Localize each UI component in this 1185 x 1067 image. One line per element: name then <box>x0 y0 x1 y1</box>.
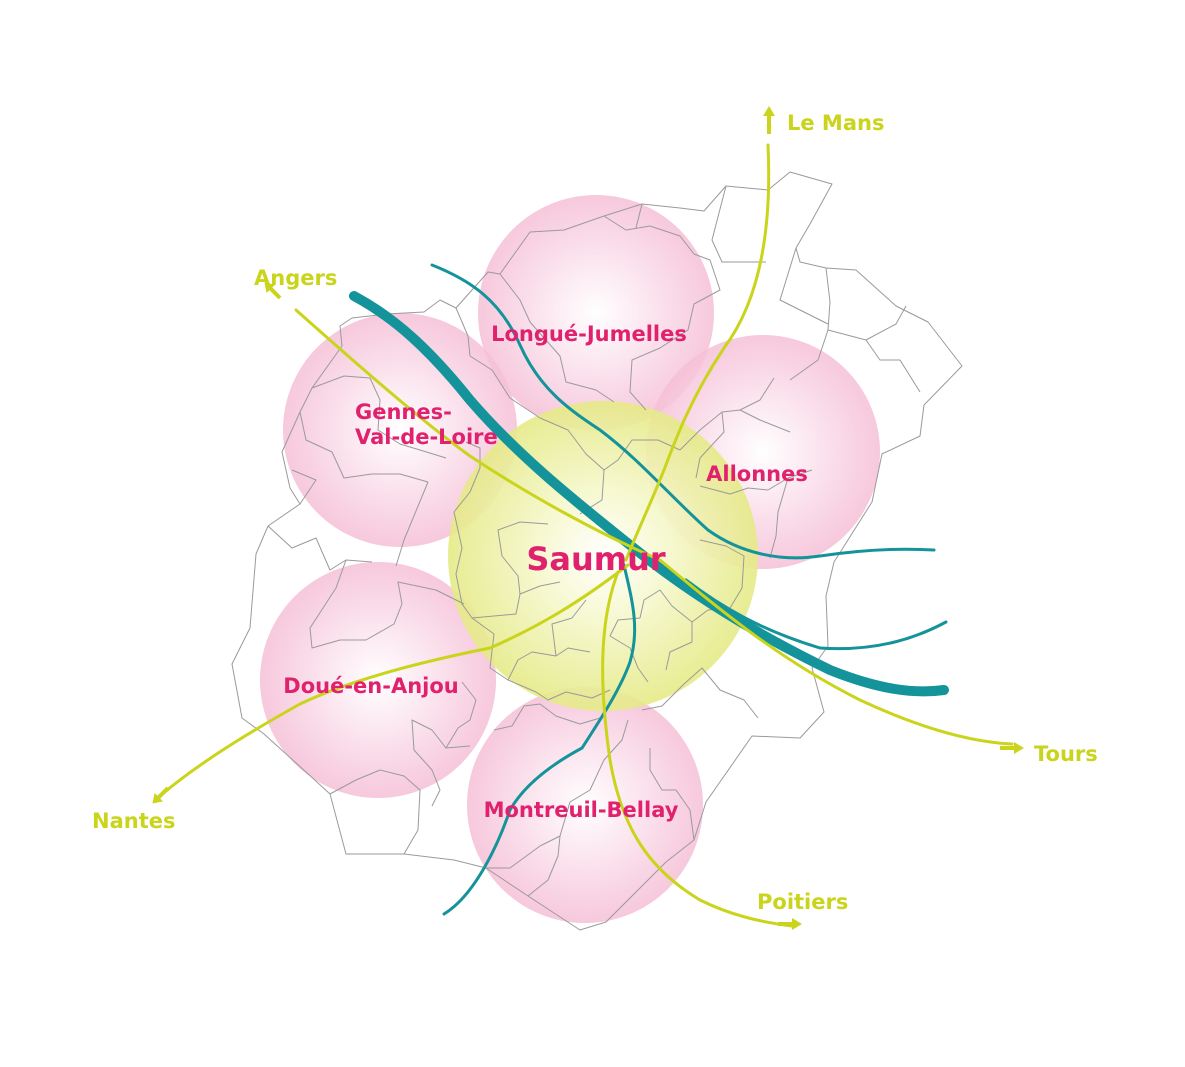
pole-label: Longué-Jumelles <box>491 322 687 346</box>
arrow-right-icon <box>778 918 802 930</box>
destination-label: Poitiers <box>757 890 848 914</box>
destination-label: Angers <box>254 266 337 290</box>
arrow-up-left-icon <box>264 282 282 300</box>
arrow-up-icon <box>763 106 775 134</box>
commune-boundaries <box>231 171 963 931</box>
destination-label: Tours <box>1034 742 1098 766</box>
pole-label: Montreuil-Bellay <box>484 798 679 822</box>
road-angers-tours <box>294 308 1014 746</box>
pole-label: Doué-en-Anjou <box>283 674 458 698</box>
pole-label: Gennes- <box>355 400 452 424</box>
arrow-right-icon <box>1000 742 1024 754</box>
influence-circles <box>260 195 880 923</box>
road-nantes <box>158 563 630 798</box>
pole-circle-doue-en-anjou <box>260 562 496 798</box>
center-label: Saumur <box>526 540 666 578</box>
roads <box>158 143 1014 928</box>
arrow-down-left-icon <box>152 786 170 804</box>
pole-label: Allonnes <box>706 462 808 486</box>
pole-circle-gennes-val-de-loire <box>283 313 517 547</box>
city-labels: Saumur Longué-Jumelles Gennes- Val-de-Lo… <box>283 322 808 822</box>
center-circle-saumur <box>448 401 758 711</box>
pole-label: Val-de-Loire <box>355 425 498 449</box>
pole-circle-longue-jumelles <box>478 195 714 431</box>
direction-arrows <box>152 106 1024 930</box>
river-authion <box>430 263 936 560</box>
river-thouet-lower <box>684 578 948 651</box>
road-le-mans <box>624 143 771 562</box>
destination-labels: Le Mans Angers Tours Nantes Poitiers <box>92 111 1098 914</box>
road-poitiers <box>601 570 794 928</box>
pole-circle-montreuil-bellay <box>467 687 703 923</box>
destination-label: Nantes <box>92 809 175 833</box>
destination-label: Le Mans <box>787 111 884 135</box>
river-thouet <box>442 563 637 916</box>
